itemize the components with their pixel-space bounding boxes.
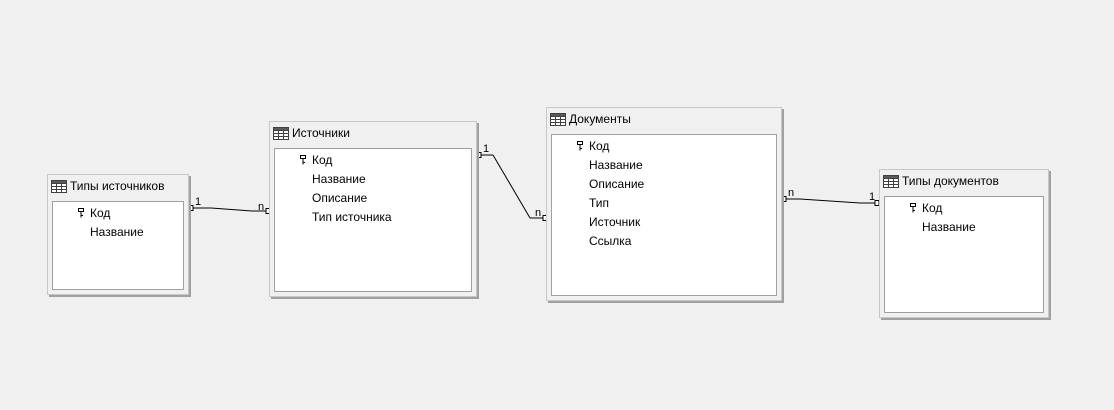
table-title: Источники xyxy=(292,126,350,140)
relationship-line-3[interactable] xyxy=(781,196,880,206)
table-title: Документы xyxy=(569,112,631,126)
key-icon xyxy=(910,202,916,212)
table-titlebar[interactable]: Источники xyxy=(270,122,476,144)
table-titlebar[interactable]: Типы документов xyxy=(880,170,1048,192)
table-field-list[interactable]: Код Название Описание Тип источника xyxy=(274,148,472,292)
field-row[interactable]: Название xyxy=(885,217,1043,236)
table-icon xyxy=(550,112,566,126)
field-row[interactable]: Название xyxy=(552,155,776,174)
field-name: Название xyxy=(90,224,144,239)
table-icon xyxy=(51,179,67,193)
field-row[interactable]: Название xyxy=(275,169,471,188)
table-title: Типы источников xyxy=(70,179,165,193)
field-row[interactable]: Описание xyxy=(275,188,471,207)
table-field-list[interactable]: Код Название Описание Тип Источник xyxy=(551,134,777,296)
table-dokumenty[interactable]: Документы Код Название xyxy=(546,107,782,301)
table-field-list[interactable]: Код Название xyxy=(52,201,184,290)
key-icon xyxy=(300,154,306,164)
field-name: Код xyxy=(922,200,943,215)
field-row[interactable]: Источник xyxy=(552,212,776,231)
table-titlebar[interactable]: Типы источников xyxy=(48,175,188,197)
table-titlebar[interactable]: Документы xyxy=(547,108,781,130)
field-name: Описание xyxy=(589,176,645,191)
field-row[interactable]: Код xyxy=(552,136,776,155)
field-row[interactable]: Описание xyxy=(552,174,776,193)
field-name: Тип xyxy=(589,195,610,210)
field-row[interactable]: Код xyxy=(885,198,1043,217)
field-row[interactable]: Код xyxy=(53,203,183,222)
field-name: Код xyxy=(312,152,333,167)
table-tipy-istochnikov[interactable]: Типы источников Код Название xyxy=(47,174,189,295)
table-istochniki[interactable]: Источники Код Название xyxy=(269,121,477,297)
relationship-line-2[interactable] xyxy=(476,152,548,221)
table-field-list[interactable]: Код Название xyxy=(884,196,1044,313)
field-row[interactable]: Название xyxy=(53,222,183,241)
field-name: Название xyxy=(312,171,366,186)
rel-3-to-label: 1 xyxy=(869,191,876,203)
field-name: Название xyxy=(922,219,976,234)
field-name: Название xyxy=(589,157,643,172)
table-title: Типы документов xyxy=(902,174,999,188)
field-row[interactable]: Тип xyxy=(552,193,776,212)
rel-1-to-label: n xyxy=(258,201,265,213)
table-icon xyxy=(883,174,899,188)
table-tipy-dokumentov[interactable]: Типы документов Код Название xyxy=(879,169,1049,318)
rel-2-to-label: n xyxy=(535,207,542,219)
field-name: Ссылка xyxy=(589,233,632,248)
field-name: Источник xyxy=(589,214,641,229)
field-row[interactable]: Тип источника xyxy=(275,207,471,226)
rel-1-from-label: 1 xyxy=(195,196,202,208)
table-icon xyxy=(273,126,289,140)
field-row[interactable]: Код xyxy=(275,150,471,169)
field-name: Код xyxy=(589,138,610,153)
field-name: Тип источника xyxy=(312,209,392,224)
key-icon xyxy=(78,207,84,217)
field-name: Описание xyxy=(312,190,368,205)
rel-2-from-label: 1 xyxy=(483,143,490,155)
field-name: Код xyxy=(90,205,111,220)
rel-3-from-label: n xyxy=(788,187,795,199)
key-icon xyxy=(577,140,583,150)
field-row[interactable]: Ссылка xyxy=(552,231,776,250)
